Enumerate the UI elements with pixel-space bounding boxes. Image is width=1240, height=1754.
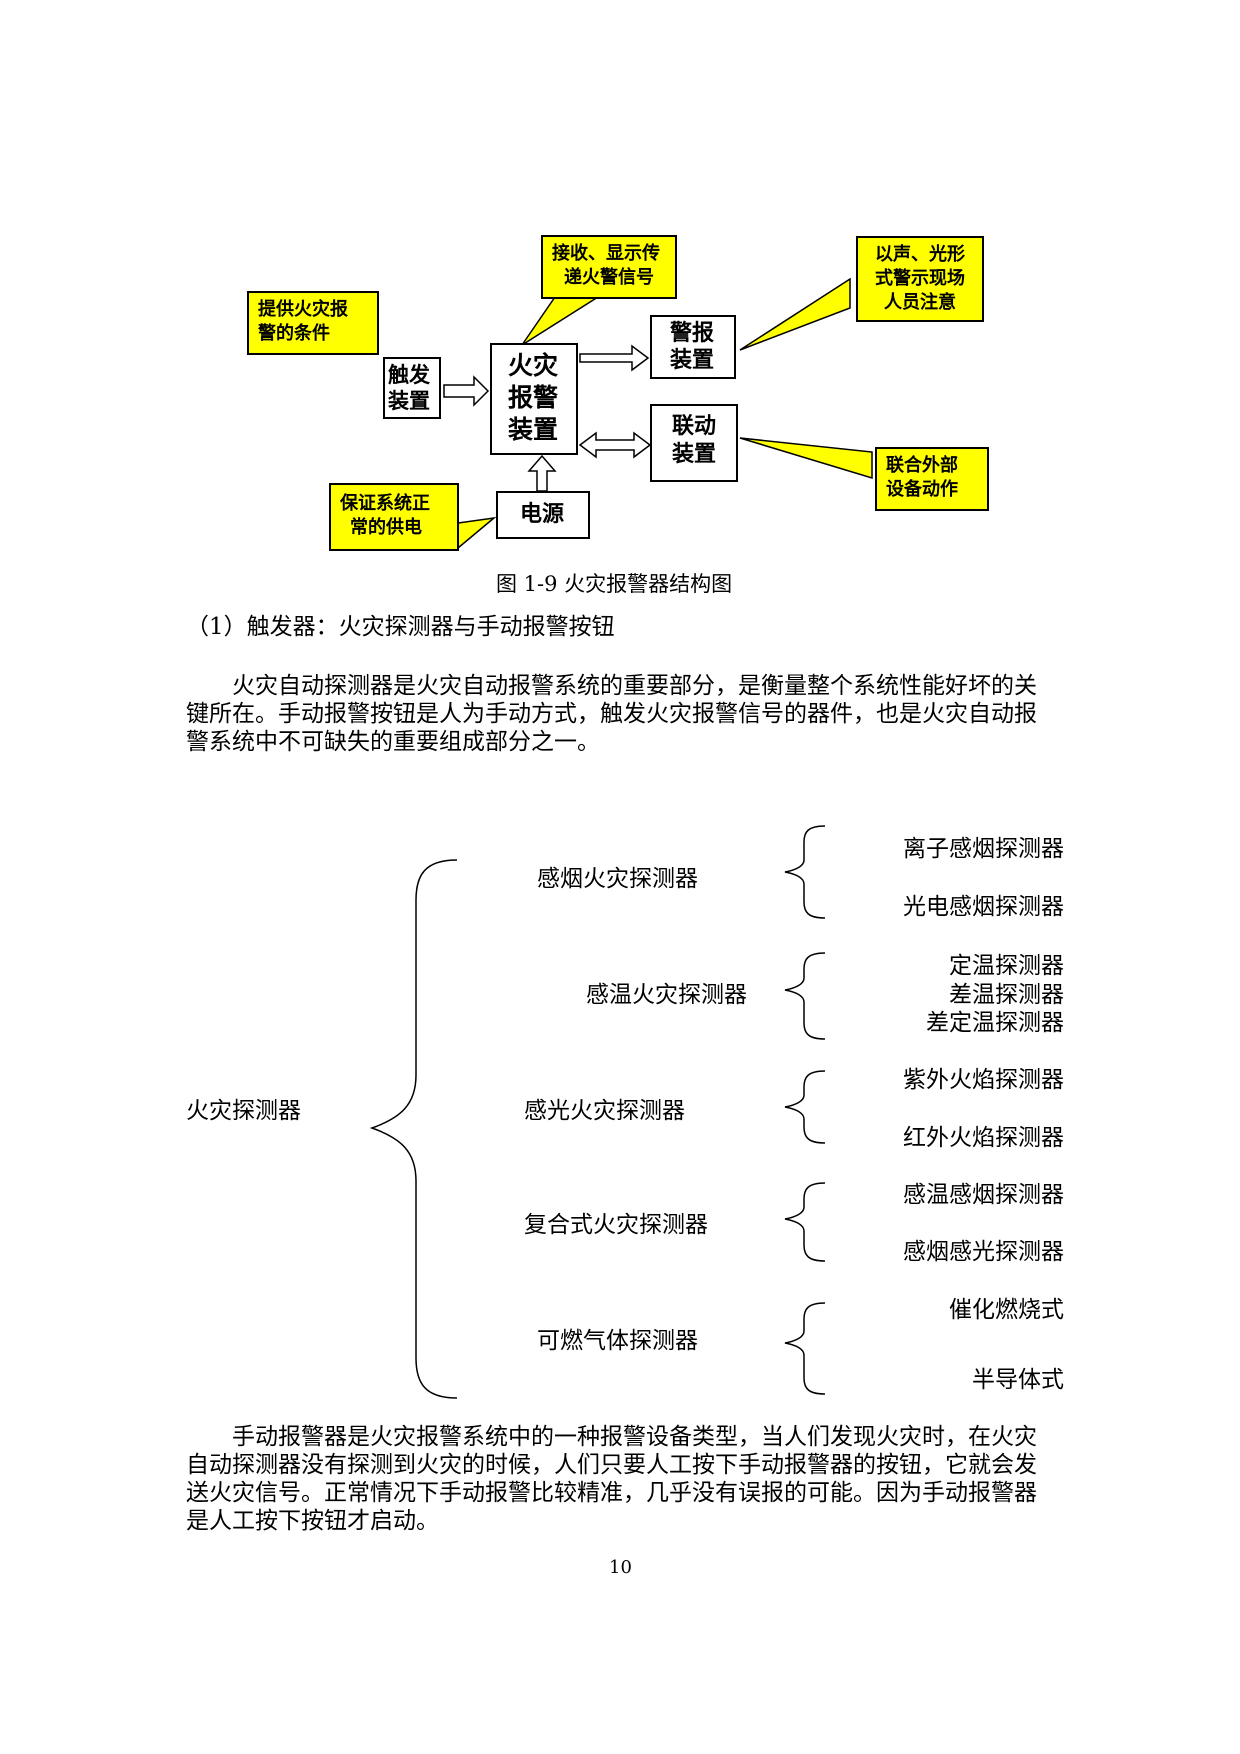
figure-caption: 图 1-9 火灾报警器结构图 xyxy=(496,572,733,596)
paragraph-manual-alarm: 手动报警器是火灾报警系统中的一种报警设备类型，当人们发现火灾时，在火灾自动探测器… xyxy=(186,1424,1037,1534)
tree-root-label: 火灾探测器 xyxy=(186,1098,301,1124)
callout-linkage-note xyxy=(875,447,989,511)
callout-line: 警的条件 xyxy=(258,323,330,344)
section-heading: （1）触发器：火灾探测器与手动报警按钮 xyxy=(186,614,615,640)
tree-item: 红外火焰探测器 xyxy=(903,1125,1064,1151)
tree-item: 差温探测器 xyxy=(949,982,1064,1008)
callout-pointer-receive xyxy=(521,296,601,346)
box-line: 装置 xyxy=(388,389,430,413)
arrow-power-to-alarm xyxy=(527,454,557,492)
tree-item: 半导体式 xyxy=(972,1367,1064,1393)
fire-alarm-structure-diagram xyxy=(247,235,989,551)
callout-pointer-linkage xyxy=(739,437,873,480)
alarm-unit-box xyxy=(490,343,578,455)
linkage-device-box xyxy=(650,404,738,482)
callout-power-text: 保证系统正 常的供电 xyxy=(340,492,430,540)
brace-heat xyxy=(784,952,826,1040)
alarm-unit-label: 火灾 报警 装置 xyxy=(508,350,558,446)
trigger-device-label: 触发 装置 xyxy=(388,362,430,414)
power-label: 电源 xyxy=(520,502,565,527)
tree-group-heat: 感温火灾探测器 xyxy=(586,982,747,1008)
callout-line: 人员注意 xyxy=(884,292,956,313)
trigger-device-box xyxy=(383,357,441,419)
arrow-alarm-linkage-bidirectional xyxy=(578,431,652,459)
tree-item: 差定温探测器 xyxy=(926,1010,1064,1036)
callout-line: 设备动作 xyxy=(886,479,958,500)
callout-line: 递火警信号 xyxy=(564,267,654,288)
tree-item: 感温感烟探测器 xyxy=(903,1182,1064,1208)
linkage-device-label: 联动 装置 xyxy=(672,413,716,469)
tree-item: 紫外火焰探测器 xyxy=(903,1067,1064,1093)
brace-gas xyxy=(784,1302,826,1395)
callout-line: 式警示现场 xyxy=(875,268,965,289)
callout-pointer-power xyxy=(457,516,497,550)
warning-device-box xyxy=(650,315,736,379)
brace-flame xyxy=(784,1070,826,1144)
callout-line: 保证系统正 xyxy=(340,493,430,514)
brace-smoke xyxy=(784,825,826,919)
tree-group-flame: 感光火灾探测器 xyxy=(524,1098,685,1124)
tree-group-smoke: 感烟火灾探测器 xyxy=(537,866,698,892)
arrow-alarm-to-warning xyxy=(579,344,650,372)
callout-receive-note xyxy=(541,235,677,299)
brace-main xyxy=(369,859,458,1399)
tree-group-gas: 可燃气体探测器 xyxy=(537,1328,698,1354)
box-line: 装置 xyxy=(670,348,715,373)
box-line: 触发 xyxy=(388,363,430,387)
tree-item: 感烟感光探测器 xyxy=(903,1239,1064,1265)
callout-trigger-text: 提供火灾报 警的条件 xyxy=(258,298,348,346)
callout-pointer-warning xyxy=(739,277,851,351)
tree-item: 催化燃烧式 xyxy=(949,1297,1064,1323)
paragraph-detector-intro: 火灾自动探测器是火灾自动报警系统的重要部分，是衡量整个系统性能好坏的关键所在。手… xyxy=(186,673,1037,755)
box-line: 报警 xyxy=(508,383,559,412)
callout-linkage-text: 联合外部 设备动作 xyxy=(886,454,958,502)
arrow-trigger-to-alarm xyxy=(443,375,490,407)
callout-line: 接收、显示传 xyxy=(552,243,660,264)
warning-device-label: 警报 装置 xyxy=(670,320,714,374)
callout-warning-note xyxy=(856,236,984,322)
box-line: 装置 xyxy=(508,415,559,444)
callout-receive-text: 接收、显示传 递火警信号 xyxy=(552,242,660,290)
box-line: 火灾 xyxy=(508,351,559,380)
callout-warning-text: 以声、光形 式警示现场 人员注意 xyxy=(867,243,973,315)
power-box xyxy=(496,491,590,539)
callout-trigger-note xyxy=(247,291,379,355)
box-line: 警报 xyxy=(670,321,715,346)
tree-item: 光电感烟探测器 xyxy=(903,894,1064,920)
callout-line: 联合外部 xyxy=(886,455,958,476)
brace-composite xyxy=(784,1182,826,1262)
callout-power-note xyxy=(329,483,459,551)
callout-line: 提供火灾报 xyxy=(258,299,348,320)
tree-item: 定温探测器 xyxy=(949,953,1064,979)
page-number: 10 xyxy=(609,1557,632,1578)
callout-line: 以声、光形 xyxy=(875,244,965,265)
box-line: 联动 xyxy=(672,414,717,439)
tree-group-composite: 复合式火灾探测器 xyxy=(524,1212,708,1238)
box-line: 装置 xyxy=(672,442,717,467)
tree-item: 离子感烟探测器 xyxy=(903,836,1064,862)
callout-line: 常的供电 xyxy=(350,517,422,538)
